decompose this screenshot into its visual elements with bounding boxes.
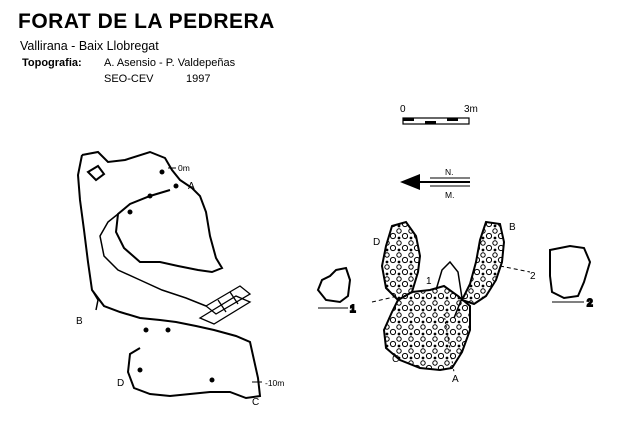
plan-cut-label-1: 1 [426,276,432,287]
north-label: N. [445,167,454,177]
section-label-a: A [188,181,195,192]
cross-section-label-1: 1 [350,304,356,315]
plan-labels: D B 1 2 C A [373,222,536,385]
north-arrow-icon: N. M. [400,167,470,200]
section-label-c: C [252,397,259,408]
topography-label: Topografia: [22,57,82,69]
plan-label-d: D [373,237,380,248]
depth-label-bottom: -10m [265,378,284,388]
cross-section-1: 1 [316,266,357,316]
cross-section-label-2: 2 [587,298,593,309]
plan-label-a: A [452,374,459,385]
scale-start-label: 0 [400,104,406,115]
survey-location: Vallirana - Baix Llobregat [20,39,159,53]
plan-label-c: C [392,354,399,365]
section-label-b: B [76,316,83,327]
magnetic-label: M. [445,190,454,200]
section-labels: 0m A B D -10m C [76,163,284,408]
plan-view [371,220,531,373]
cross-section-2: 2 [549,244,594,310]
plan-cut-label-2: 2 [530,271,536,282]
depth-label-top: 0m [178,163,190,173]
section-label-d: D [117,378,124,389]
topography-authors: A. Asensio - P. Valdepeñas [104,57,236,69]
survey-year: 1997 [186,73,211,85]
longitudinal-section [76,150,262,400]
survey-title: FORAT DE LA PEDRERA [18,10,275,33]
scale-bar: 0 3m [400,104,478,125]
plan-label-b: B [509,222,516,233]
survey-organization: SEO-CEV [104,73,154,85]
scale-end-label: 3m [464,104,478,115]
